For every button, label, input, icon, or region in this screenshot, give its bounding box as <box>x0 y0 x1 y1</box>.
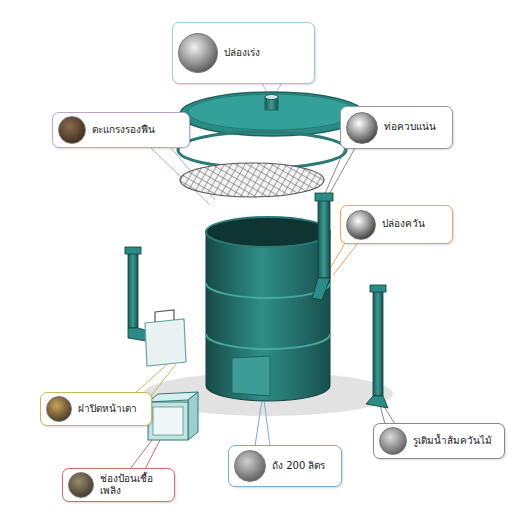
part-label: ปล่องเร่ง <box>224 47 308 60</box>
front-door <box>145 310 186 366</box>
part-label: ปล่องควัน <box>382 218 446 231</box>
photo-thumbnail <box>379 427 407 455</box>
smoke-chimney-right <box>366 285 388 408</box>
part-label: รูเติมน้ำส้มควันไม้ <box>413 435 498 448</box>
condenser-pipe <box>312 193 333 300</box>
callout-box: ฝาปิดหน้าเตา <box>40 392 152 426</box>
part-label: ตะแกรงรองฟืน <box>92 124 183 137</box>
photo-thumbnail <box>68 472 94 498</box>
part-label: ท่อควบแน่น <box>384 121 446 134</box>
callout-box: ปล่องเร่ง <box>172 22 315 84</box>
callout-box: ถัง 200 ลิตร <box>228 445 342 487</box>
callout-box: ตะแกรงรองฟืน <box>52 112 190 148</box>
fuel-feed-box <box>148 392 198 440</box>
kiln-lid <box>180 92 364 136</box>
photo-thumbnail <box>58 116 86 144</box>
photo-thumbnail <box>234 450 266 482</box>
drum-200l <box>206 217 330 401</box>
callout-box: ปล่องควัน <box>340 205 453 244</box>
callout-box: รูเติมน้ำส้มควันไม้ <box>373 423 505 459</box>
callout-box: ช่องป้อนเชื้อเพลิง <box>62 468 175 502</box>
part-label: ฝาปิดหน้าเตา <box>78 403 145 416</box>
part-label: ถัง 200 ลิตร <box>272 460 335 473</box>
photo-thumbnail <box>346 210 376 240</box>
photo-thumbnail <box>46 396 72 422</box>
part-label: ช่องป้อนเชื้อเพลิง <box>100 473 168 498</box>
photo-thumbnail <box>346 112 378 144</box>
wood-grate <box>180 163 324 197</box>
callout-box: ท่อควบแน่น <box>340 106 453 149</box>
photo-thumbnail <box>178 33 218 73</box>
